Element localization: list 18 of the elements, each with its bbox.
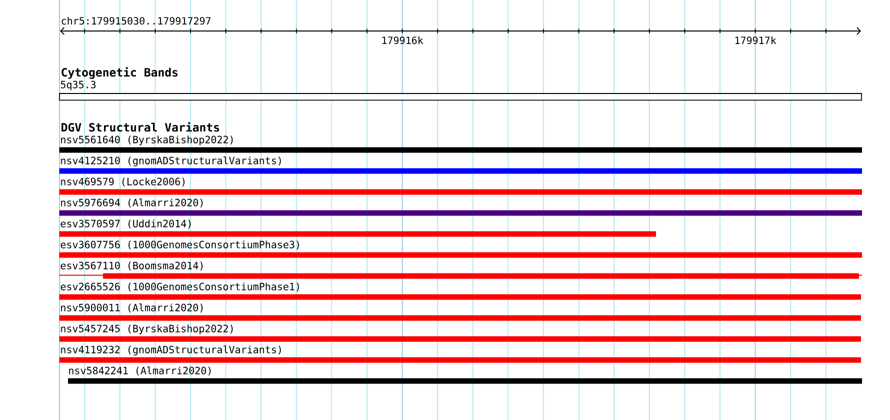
band-label: 5q35.3 bbox=[60, 80, 96, 90]
feature-label: nsv5561640 (ByrskaBishop2022) bbox=[61, 136, 233, 146]
feature-label: nsv4119232 (gnomADStructuralVariants) bbox=[61, 346, 281, 356]
feature-label: nsv4125210 (gnomADStructuralVariants) bbox=[61, 156, 281, 166]
tick-label: 179917k bbox=[735, 36, 776, 44]
feature-label: nsv469579 (Locke2006) bbox=[61, 178, 185, 187]
feature-label: nsv5842241 (Almarri2020) bbox=[69, 366, 211, 376]
feature-label: esv3570597 (Uddin2014) bbox=[60, 220, 191, 229]
track-heading: DGV Structural Variants bbox=[62, 122, 220, 132]
feature-label: nsv5976694 (Almarri2020) bbox=[61, 198, 203, 208]
tick-label: 179916k bbox=[382, 36, 424, 44]
feature-label: nsv5900011 (Almarri2020) bbox=[61, 304, 203, 313]
feature-label: nsv5457245 (ByrskaBishop2022) bbox=[61, 324, 233, 334]
location-label: chr5:179915030..179917297 bbox=[62, 16, 211, 25]
feature-label: esv3567110 (Boomsma2014) bbox=[60, 262, 203, 271]
track-heading: Cytogenetic Bands bbox=[62, 67, 178, 79]
feature-label: esv3607756 (1000GenomesConsortiumPhase3) bbox=[60, 240, 299, 250]
feature-label: esv2665526 (1000GenomesConsortiumPhase1) bbox=[60, 282, 299, 292]
